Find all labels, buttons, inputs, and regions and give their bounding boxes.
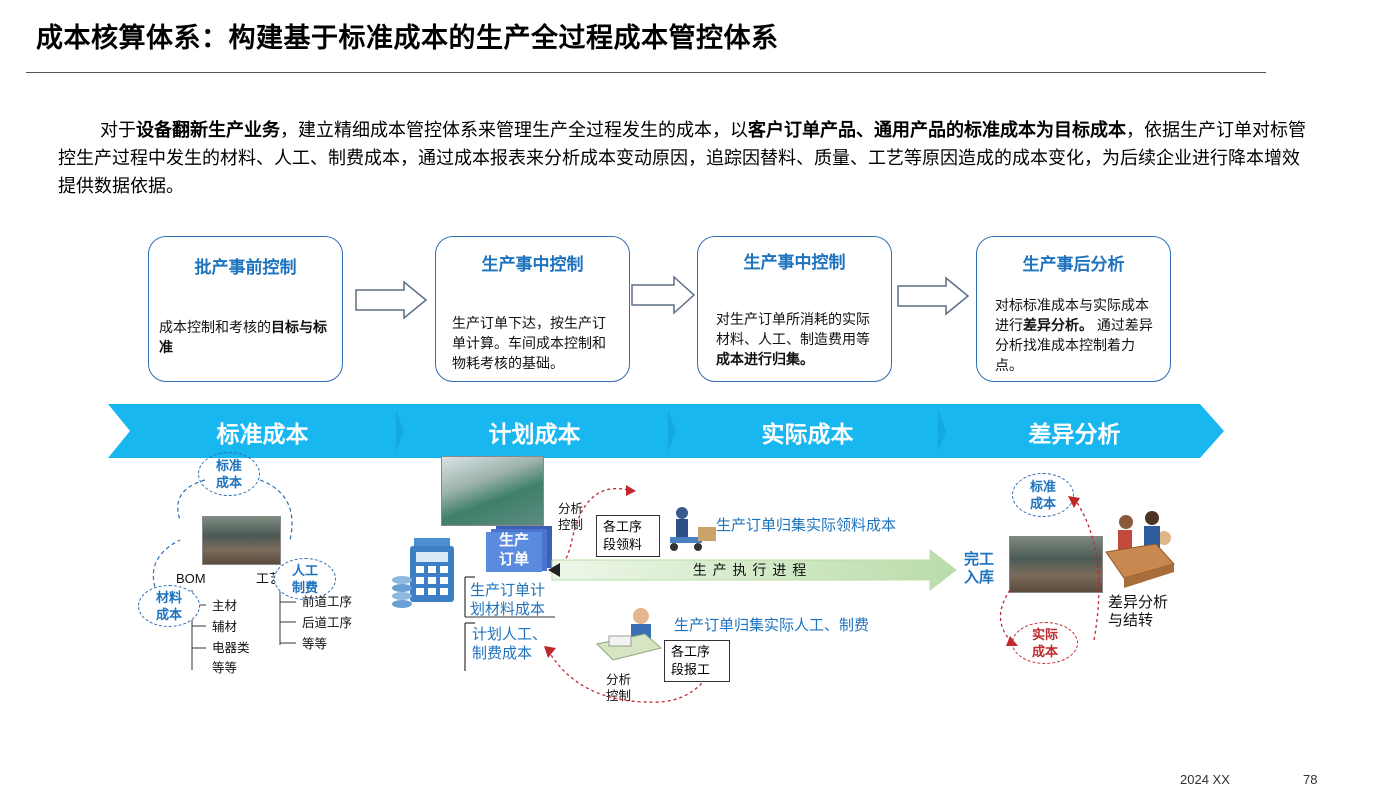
box-pre-control: 批产事前控制 成本控制和考核的目标与标准 bbox=[148, 236, 343, 382]
plan-labor-cost: 计划人工、 制费成本 bbox=[472, 626, 548, 662]
stage-banner bbox=[108, 404, 1224, 458]
variance-cycle-arrows bbox=[999, 496, 1100, 646]
page-title: 成本核算体系：构建基于标准成本的生产全过程成本管控体系 bbox=[36, 23, 779, 53]
actual-labor-text: 生产订单归集实际人工、制费 bbox=[674, 617, 870, 634]
footer-date: 2024 XX bbox=[1180, 772, 1230, 787]
standard-connectors bbox=[152, 479, 296, 670]
bubble-labor-cost: 人工 制费 bbox=[274, 558, 336, 600]
process-item: 等等 bbox=[302, 637, 328, 651]
intro-paragraph: 对于设备翻新生产业务，建立精细成本管控体系来管理生产全过程发生的成本，以客户订单… bbox=[58, 120, 1306, 196]
calculator-icon bbox=[392, 538, 454, 608]
office-worker-icon bbox=[595, 608, 663, 661]
bubble-material-cost: 材料 成本 bbox=[138, 585, 200, 627]
plan-material-cost: 生产订单计 划材料成本 bbox=[470, 582, 546, 618]
stage-plan: 计划成本 bbox=[488, 421, 581, 447]
finished-product-image bbox=[1009, 536, 1103, 593]
box-stage-picking: 各工序 段领料 bbox=[596, 515, 660, 557]
flow-arrow-3 bbox=[897, 276, 970, 316]
bubble-variance-standard: 标准 成本 bbox=[1012, 473, 1074, 517]
forklift-worker-icon bbox=[670, 507, 716, 551]
stage-standard: 标准成本 bbox=[216, 421, 309, 447]
flow-arrow-2 bbox=[631, 275, 696, 315]
analyze-control-bottom: 分析 控制 bbox=[606, 673, 632, 703]
page-number: 78 bbox=[1303, 772, 1318, 787]
material-item: 辅材 bbox=[212, 620, 238, 634]
actual-material-text: 生产订单归集实际领料成本 bbox=[716, 517, 897, 534]
team-desk-icon bbox=[1105, 511, 1175, 588]
box-post-analysis: 生产事后分析 对标标准成本与实际成本进行差异分析。 通过差异分析找准成本控制着力… bbox=[976, 236, 1171, 382]
material-item: 电器类 bbox=[212, 641, 250, 655]
production-bar-label: 生 产 执 行 进 程 bbox=[692, 562, 808, 578]
flow-arrow-1 bbox=[355, 280, 428, 320]
process-item: 前道工序 bbox=[302, 595, 353, 609]
stage-actual: 实际成本 bbox=[761, 421, 854, 447]
equipment-image bbox=[202, 516, 281, 565]
material-item: 主材 bbox=[212, 599, 238, 613]
process-item: 后道工序 bbox=[302, 616, 353, 630]
box-mid-control-2: 生产事中控制 对生产订单所消耗的实际材料、人工、制造费用等成本进行归集。 bbox=[697, 236, 892, 382]
factory-photo bbox=[441, 456, 544, 526]
order-label: 生产 订单 bbox=[498, 532, 529, 568]
material-item: 等等 bbox=[212, 661, 238, 675]
bubble-standard-cost: 标准 成本 bbox=[198, 452, 260, 496]
box-stage-reporting: 各工序 段报工 bbox=[664, 640, 730, 682]
order-doc-stack bbox=[486, 526, 552, 572]
title-divider bbox=[26, 72, 1266, 73]
finish-storage: 完工 入库 bbox=[964, 551, 995, 586]
box-mid-control-1: 生产事中控制 生产订单下达，按生产订单计算。车间成本控制和物耗考核的基础。 bbox=[435, 236, 630, 382]
production-process-bar bbox=[548, 548, 957, 592]
plan-brackets bbox=[464, 576, 555, 671]
stage-variance: 差异分析 bbox=[1028, 421, 1121, 447]
bom-label: BOM bbox=[176, 571, 206, 586]
variance-result: 差异分析 与结转 bbox=[1108, 594, 1169, 629]
